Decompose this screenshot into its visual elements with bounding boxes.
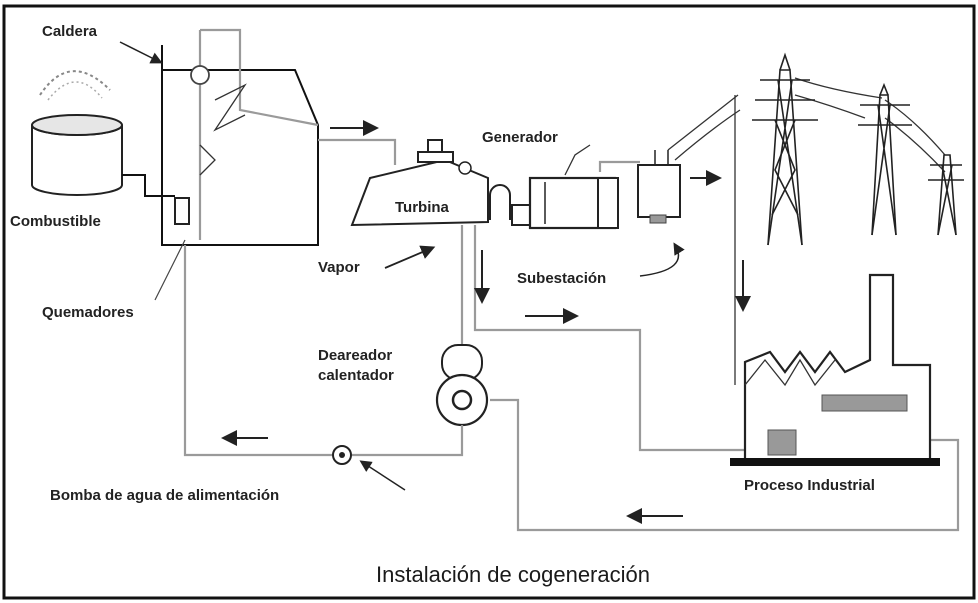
leader-quemadores bbox=[154, 239, 186, 301]
label-subestacion: Subestación bbox=[517, 270, 606, 287]
label-calentador: calentador bbox=[318, 367, 394, 384]
generator-cable bbox=[598, 160, 640, 172]
label-quemadores: Quemadores bbox=[42, 304, 134, 321]
turbine bbox=[350, 139, 511, 227]
burners bbox=[174, 197, 190, 225]
transmission-tower-1 bbox=[752, 52, 818, 246]
generator bbox=[511, 176, 619, 230]
generator-leader bbox=[564, 144, 591, 176]
steam-pipe bbox=[318, 138, 397, 165]
leader-vapor bbox=[384, 245, 436, 269]
label-deareador: Deareador bbox=[318, 347, 392, 364]
condensate-return-pipe bbox=[490, 398, 960, 532]
process-steam-pipe bbox=[473, 225, 745, 452]
label-turbina: Turbina bbox=[395, 199, 450, 216]
diagram-frame bbox=[2, 4, 976, 600]
label-combustible: Combustible bbox=[10, 213, 101, 230]
label-generador: Generador bbox=[482, 129, 558, 146]
label-bomba: Bomba de agua de alimentación bbox=[50, 487, 279, 504]
feedwater-pipe-1 bbox=[352, 425, 464, 457]
fuel-tank bbox=[31, 70, 123, 196]
fuel-line bbox=[122, 174, 175, 197]
label-proceso-industrial: Proceso Industrial bbox=[744, 477, 875, 494]
leader-subestacion bbox=[639, 242, 685, 277]
leader-bomba bbox=[359, 460, 406, 491]
label-vapor: Vapor bbox=[318, 259, 360, 276]
power-lines bbox=[667, 77, 946, 385]
boiler bbox=[161, 28, 319, 246]
industrial-factory bbox=[730, 273, 940, 466]
feedwater-pump bbox=[332, 445, 352, 465]
feedwater-pipe-2 bbox=[183, 245, 332, 457]
deaerator-heater bbox=[435, 344, 489, 427]
leader-caldera bbox=[119, 41, 163, 64]
transmission-tower-2 bbox=[858, 82, 912, 236]
transmission-tower-3 bbox=[928, 154, 964, 236]
label-caldera: Caldera bbox=[42, 23, 98, 40]
substation bbox=[637, 150, 681, 224]
diagram-title: Instalación de cogeneración bbox=[376, 562, 650, 587]
